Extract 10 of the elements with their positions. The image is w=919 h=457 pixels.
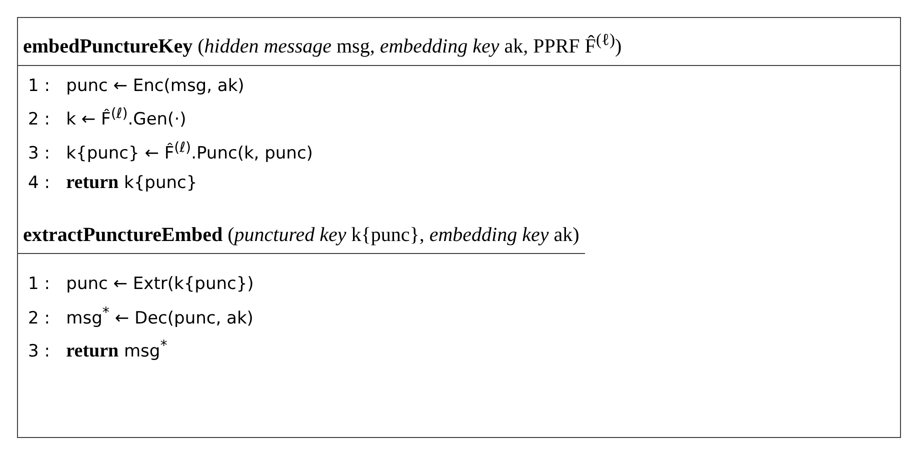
- pseudocode-line: 3 : return msg$^{*}$: [28, 338, 168, 363]
- algorithm-box: [17, 17, 901, 438]
- pseudocode-line: 2 : k ← F̂$^{(ℓ)}$.Gen(·): [28, 106, 186, 130]
- pseudocode-line: 1 : punc ← Extr(k{punc}): [28, 274, 254, 294]
- pseudocode-line: 2 : msg$^{*}$ ← Dec(punc, ak): [28, 305, 254, 329]
- pseudocode-line: 1 : punc ← Enc(msg, ak): [28, 76, 244, 96]
- pseudocode-line: 3 : k{punc} ← F̂$^{(ℓ)}$.Punc(k, punc): [28, 140, 313, 164]
- pseudocode-line: 4 : return k{punc}: [28, 172, 198, 194]
- algorithm-header: extractPunctureEmbed (punctured key k{punc}, embedding key ak): [18, 224, 586, 254]
- algorithm-header: embedPunctureKey (hidden message msg, embedding key ak, PPRF F̂$^{(ℓ)}$): [18, 30, 900, 66]
